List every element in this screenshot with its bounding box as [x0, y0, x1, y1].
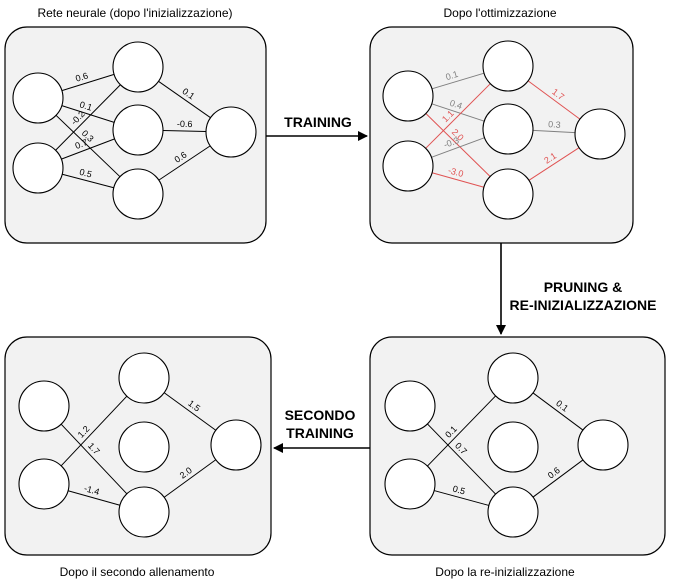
weight-label-i1-h2: 0.5 — [452, 484, 467, 497]
weight-label-h1-o: -0.6 — [177, 119, 193, 129]
edge-i1-h0 — [427, 395, 496, 467]
edge-h0-o — [532, 392, 584, 431]
node-h1 — [112, 104, 164, 156]
step-training-label: TRAINING — [284, 114, 352, 130]
edge-i1-h2 — [67, 490, 121, 506]
edge-h1-o — [532, 129, 576, 134]
edge-i0-h2 — [425, 113, 491, 177]
step-pruning-label-2: RE-INIZIALIZZAZIONE — [510, 297, 657, 313]
node-h2 — [112, 168, 164, 220]
caption-optimized: Dopo l'ottimizzazione — [443, 6, 556, 20]
node-i1 — [384, 458, 436, 510]
node-o — [577, 419, 629, 471]
caption-reinitialized: Dopo la re-inizializzazione — [435, 565, 575, 579]
edge-i0-h0 — [431, 72, 485, 90]
edge-h0-o — [158, 80, 211, 119]
edge-i1-h0 — [55, 84, 121, 151]
edge-i1-h0 — [425, 83, 491, 149]
node-i1 — [18, 458, 70, 510]
node-i0 — [12, 72, 64, 124]
node-i0 — [382, 70, 434, 122]
edge-i0-h1 — [61, 105, 115, 123]
node-i0 — [384, 380, 436, 432]
edge-h2-o — [158, 145, 211, 181]
node-h1 — [118, 421, 170, 473]
edge-i1-h0 — [60, 395, 128, 467]
edge-i1-h2 — [433, 490, 490, 506]
network-reinitialized: 0.70.10.50.10.6 — [384, 352, 629, 538]
node-o — [205, 106, 257, 158]
node-o — [574, 108, 626, 160]
edge-i1-h1 — [431, 137, 485, 158]
node-h0 — [118, 352, 170, 404]
step-pruning-label-1: PRUNING & — [544, 279, 623, 295]
edge-i0-h2 — [55, 114, 121, 178]
weight-label-i0-h0: 0.1 — [444, 69, 459, 82]
weight-label-h1-o: 0.3 — [548, 119, 561, 130]
network-initialized: 0.60.10.3-0.20.70.50.1-0.60.6 — [12, 41, 257, 220]
weight-label-i1-h2: -1.4 — [83, 483, 101, 497]
edge-i0-h1 — [431, 103, 485, 122]
node-h2 — [482, 168, 534, 220]
weight-label-i0-h1: 0.1 — [78, 99, 93, 112]
node-h0 — [487, 352, 539, 404]
node-h0 — [482, 40, 534, 92]
node-h0 — [112, 41, 164, 93]
node-i0 — [18, 380, 70, 432]
node-i1 — [382, 140, 434, 192]
edge-h2-o — [163, 459, 217, 498]
node-h2 — [118, 486, 170, 538]
edge-i0-h2 — [60, 423, 128, 495]
caption-second-training: Dopo il secondo allenamento — [60, 565, 215, 579]
node-i1 — [12, 142, 64, 194]
edge-i1-h2 — [431, 172, 485, 188]
node-h1 — [482, 103, 534, 155]
edge-h2-o — [532, 459, 584, 498]
caption-initialized: Rete neurale (dopo l'inizializzazione) — [37, 6, 232, 20]
node-o — [210, 419, 262, 471]
edge-h0-o — [163, 392, 217, 431]
step-second-label-1: SECONDO — [285, 407, 356, 423]
weight-label-i1-h2: -3.0 — [447, 165, 465, 179]
edge-i0-h0 — [61, 73, 115, 92]
step-second-label-2: TRAINING — [286, 425, 354, 441]
edge-h2-o — [528, 147, 580, 181]
edge-i0-h2 — [427, 423, 496, 495]
network-optimized: 0.10.42.01.1-0.3-3.01.70.32.1 — [382, 40, 626, 220]
edge-h0-o — [527, 80, 581, 120]
weight-label-i0-h0: 0.6 — [74, 70, 89, 83]
node-h1 — [487, 421, 539, 473]
edge-h1-o — [162, 130, 207, 132]
weight-label-i1-h1: 0.7 — [74, 137, 89, 151]
edge-i1-h2 — [62, 173, 114, 189]
edge-i1-h1 — [61, 138, 115, 160]
weight-label-i1-h2: 0.5 — [78, 167, 93, 180]
node-h2 — [487, 486, 539, 538]
weight-label-i0-h1: 0.4 — [448, 98, 463, 111]
